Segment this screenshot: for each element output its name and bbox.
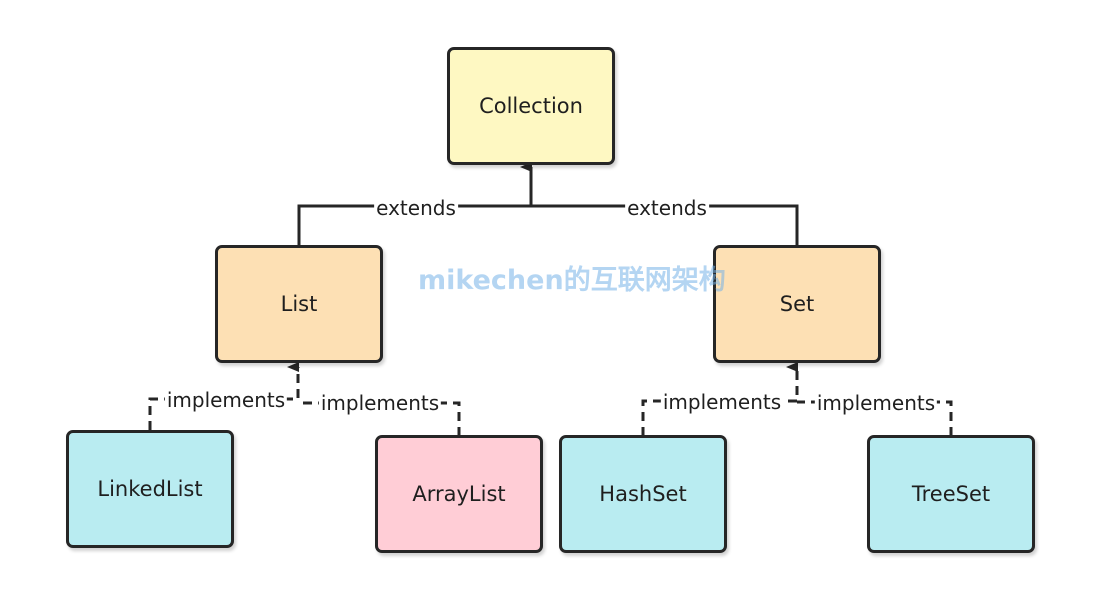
node-set-label: Set <box>779 292 815 316</box>
node-hashset[interactable]: HashSet <box>559 435 727 553</box>
node-linkedlist-label: LinkedList <box>97 477 203 501</box>
edge-label-set-extends: extends <box>625 196 709 220</box>
node-arraylist-label: ArrayList <box>412 482 506 506</box>
node-treeset[interactable]: TreeSet <box>867 435 1035 553</box>
edge-set-extends-collection <box>531 204 799 246</box>
edge-label-arraylist-implements: implements <box>318 391 442 415</box>
edge-label-list-extends: extends <box>374 196 458 220</box>
node-collection-label: Collection <box>479 94 583 118</box>
node-hashset-label: HashSet <box>599 482 687 506</box>
watermark-text: mikechen的互联网架构 <box>418 265 726 296</box>
node-treeset-label: TreeSet <box>911 482 991 506</box>
edge-label-linkedlist-implements: implements <box>164 388 288 412</box>
node-set[interactable]: Set <box>713 245 881 363</box>
edge-label-treeset-implements: implements <box>814 391 938 415</box>
node-arraylist[interactable]: ArrayList <box>375 435 543 553</box>
node-collection[interactable]: Collection <box>447 47 615 165</box>
node-list-label: List <box>280 292 318 316</box>
node-list[interactable]: List <box>215 245 383 363</box>
edge-label-hashset-implements: implements <box>660 390 784 414</box>
node-linkedlist[interactable]: LinkedList <box>66 430 234 548</box>
